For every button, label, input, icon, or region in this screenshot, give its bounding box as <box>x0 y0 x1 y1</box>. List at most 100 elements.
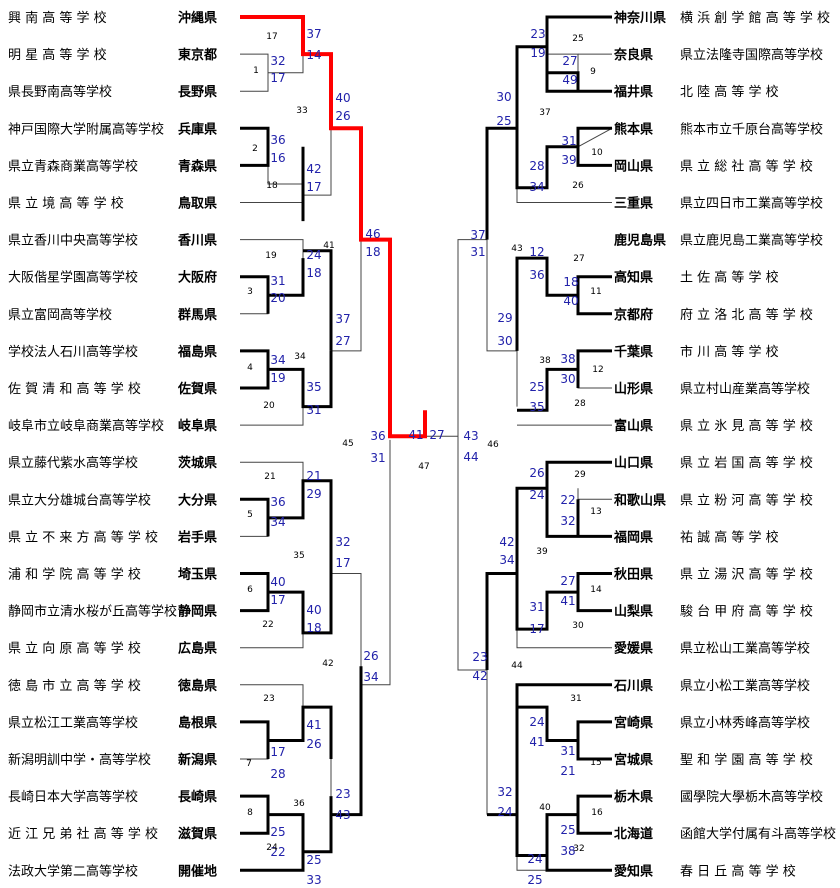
bracket-line-thin <box>331 573 362 685</box>
team-prefecture-left: 長崎県 <box>178 789 217 805</box>
score-label: 25 <box>560 823 575 837</box>
game-number: 6 <box>247 585 253 595</box>
team-school-right: 県立法隆寺国際高等学校 <box>680 47 823 63</box>
score-label: 20 <box>270 291 285 305</box>
bracket-line-winner <box>240 794 270 835</box>
game-number: 39 <box>536 547 548 557</box>
bracket-line-winner <box>545 855 612 872</box>
game-number: 23 <box>263 694 274 704</box>
score-label: 26 <box>306 737 321 751</box>
bracket-line-winner <box>331 666 363 817</box>
team-prefecture-left: 沖縄県 <box>178 10 217 26</box>
team-prefecture-right: 山口県 <box>614 455 653 471</box>
team-school-left: 大阪偕星学園高等学校 <box>8 270 138 286</box>
score-label: 16 <box>270 151 285 165</box>
score-label: 33 <box>306 873 321 887</box>
score-label: 43 <box>463 429 478 443</box>
game-number: 34 <box>294 352 306 362</box>
score-label: 26 <box>363 649 378 663</box>
score-label: 39 <box>561 153 576 167</box>
score-label: 34 <box>270 353 285 367</box>
team-school-left: 県立大分雄城台高等学校 <box>8 492 151 508</box>
score-label: 17 <box>306 180 321 194</box>
score-label: 40 <box>563 294 578 308</box>
score-label: 42 <box>472 669 487 683</box>
bracket-line-winner <box>240 126 270 167</box>
team-school-right: 県 立 岩 国 高 等 学 校 <box>680 455 813 471</box>
score-label: 18 <box>306 266 321 280</box>
score-label: 38 <box>560 352 575 366</box>
game-number: 27 <box>573 254 584 264</box>
team-school-right: 県 立 粉 河 高 等 学 校 <box>680 492 813 508</box>
team-prefecture-left: 群馬県 <box>178 307 217 323</box>
bracket-line-thin <box>240 517 269 537</box>
score-label: 41 <box>408 428 423 442</box>
score-label: 24 <box>529 488 544 502</box>
team-prefecture-right: 鹿児島県 <box>614 233 666 249</box>
score-label: 24 <box>306 248 321 262</box>
score-label: 36 <box>529 268 544 282</box>
game-number: 46 <box>487 440 499 450</box>
bracket-line-winner <box>303 249 333 351</box>
team-school-left: 新潟明訓中学・高等学校 <box>8 752 151 768</box>
score-label: 31 <box>560 744 575 758</box>
team-prefecture-left: 新潟県 <box>178 752 217 768</box>
team-school-left: 学校法人石川高等学校 <box>8 344 138 360</box>
score-label: 31 <box>306 403 321 417</box>
team-school-right: 県 立 氷 見 高 等 学 校 <box>680 418 813 434</box>
team-prefecture-right: 富山県 <box>614 418 653 434</box>
bracket-line-thin <box>457 436 487 671</box>
score-labels: 3714321740263616421746182418312037273419… <box>270 27 578 887</box>
game-number: 13 <box>590 507 601 517</box>
bracket-lines <box>240 15 613 872</box>
team-school-left: 県 立 不 来 方 高 等 学 校 <box>8 529 158 545</box>
team-school-left: 法政大学第二高等学校 <box>8 863 138 879</box>
team-prefecture-left: 長野県 <box>178 85 217 100</box>
team-school-right: 県 立 総 社 高 等 学 校 <box>680 158 813 174</box>
team-school-right: 府 立 洛 北 高 等 学 校 <box>680 307 813 323</box>
team-school-right: 土 佐 高 等 学 校 <box>680 270 779 286</box>
team-school-right: 祐 誠 高 等 学 校 <box>680 529 779 545</box>
game-number: 31 <box>570 694 581 704</box>
team-school-left: 佐 賀 清 和 高 等 学 校 <box>8 381 141 397</box>
team-school-left: 神戸国際大学附属高等学校 <box>8 121 164 137</box>
game-number: 15 <box>590 758 601 768</box>
bracket-line-winner <box>515 573 578 631</box>
team-prefecture-left: 香川県 <box>177 233 217 249</box>
score-label: 22 <box>560 493 575 507</box>
score-label: 41 <box>529 735 544 749</box>
team-school-left: 静岡市立清水桜が丘高等学校 <box>8 604 177 620</box>
bracket-line-winner <box>576 349 612 388</box>
team-prefecture-right: 岡山県 <box>614 158 653 174</box>
game-number: 20 <box>263 401 275 411</box>
bracket-line-thin <box>486 239 517 352</box>
score-label: 41 <box>306 718 321 732</box>
team-prefecture-left: 大阪府 <box>178 270 217 286</box>
score-label: 41 <box>560 594 575 608</box>
score-label: 36 <box>270 133 285 147</box>
game-number: 42 <box>322 659 333 669</box>
team-prefecture-left: 佐賀県 <box>177 381 217 397</box>
team-prefecture-right: 熊本県 <box>614 121 653 137</box>
score-label: 25 <box>529 380 544 394</box>
score-label: 24 <box>497 805 512 819</box>
game-number: 41 <box>323 241 334 251</box>
score-label: 25 <box>270 825 285 839</box>
team-school-right: 県立松山工業高等学校 <box>680 641 810 657</box>
team-school-left: 県 立 向 原 高 等 学 校 <box>8 641 141 657</box>
bracket-line-thin <box>577 127 613 148</box>
bracket-line-winner <box>547 71 580 92</box>
bracket-line-winner <box>487 683 612 817</box>
score-label: 42 <box>306 162 321 176</box>
team-school-left: 徳 島 市 立 高 等 学 校 <box>8 678 141 694</box>
game-number-labels: 1713321841193344204547215356224223736824… <box>246 32 604 854</box>
game-number: 24 <box>266 843 278 853</box>
bracket-line-winner <box>268 573 333 635</box>
bracket-line-winner <box>517 367 578 412</box>
score-label: 17 <box>335 556 350 570</box>
score-label: 25 <box>306 853 321 867</box>
score-label: 40 <box>335 91 350 105</box>
score-label: 36 <box>370 429 385 443</box>
score-label: 49 <box>562 73 577 87</box>
